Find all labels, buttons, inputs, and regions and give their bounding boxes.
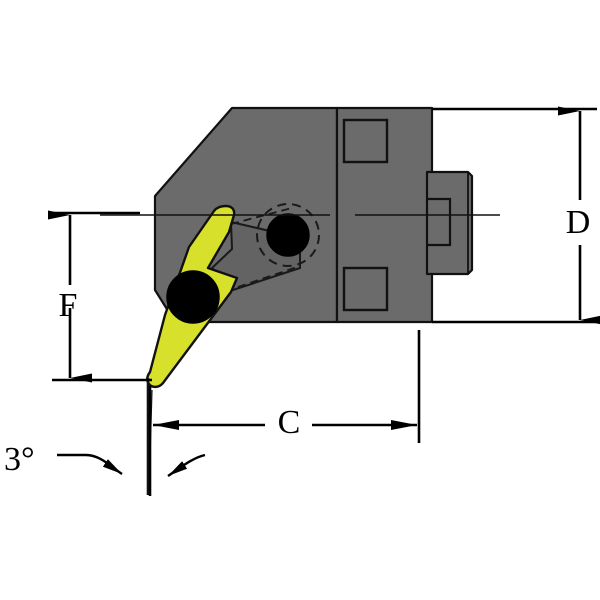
dimension-C-label: C — [278, 404, 301, 441]
angle-leader-left — [57, 453, 123, 475]
angle-leader-right — [167, 453, 206, 477]
insert-group — [146, 204, 239, 389]
dimension-F: F — [48, 210, 152, 383]
dimension-D: D — [432, 106, 600, 325]
rear-boss-keyway — [427, 197, 452, 247]
clamp-arm-tangent-upper — [230, 207, 293, 225]
angle-callout-group: 3° — [4, 441, 206, 478]
dimension-C: C — [148, 330, 421, 496]
clamp-arm-tangent-lower — [237, 265, 301, 288]
upper-slot — [342, 118, 389, 164]
dimension-D-label: D — [566, 204, 591, 241]
angle-callout-label: 3° — [4, 441, 35, 478]
pivot-screw-outer-dashed — [256, 203, 320, 267]
pivot-screw-hole — [266, 213, 310, 257]
lower-slot — [342, 266, 389, 312]
dimension-F-label: F — [59, 287, 78, 324]
insert-hole — [166, 270, 220, 324]
